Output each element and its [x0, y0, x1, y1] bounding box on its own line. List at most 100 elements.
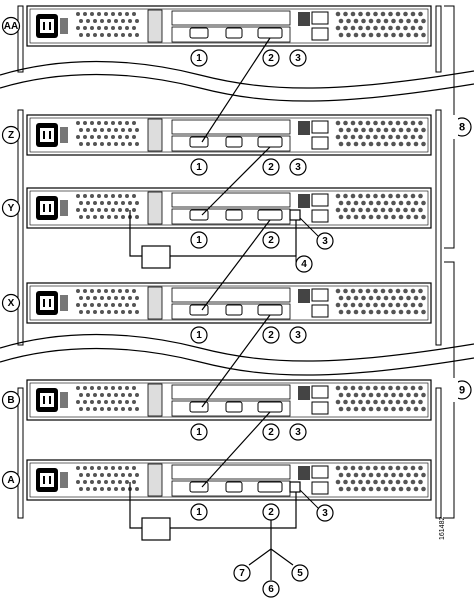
bracket-gap [452, 378, 458, 402]
vent-hole [338, 141, 344, 147]
vent-hole [346, 200, 351, 206]
vent-hole [111, 400, 115, 404]
vent-hole [97, 480, 101, 484]
callout-unit-b-1: 1 [190, 423, 208, 441]
vent-hole [338, 406, 344, 412]
vent-hole [86, 310, 90, 314]
vent-hole [388, 25, 393, 31]
unit-y-callout-3: 3 [316, 232, 334, 250]
callout-unit-b-3-ring [289, 423, 307, 441]
vent-hole [128, 310, 132, 314]
port-ethernet-2 [311, 27, 329, 41]
vent-hole [350, 11, 356, 17]
vent-hole [111, 208, 115, 212]
vent-hole [346, 214, 351, 220]
vent-hole [346, 486, 351, 492]
vent-hole [373, 465, 378, 471]
vent-hole [406, 18, 411, 24]
callout-unit-a-2-ring [262, 503, 280, 521]
vent-hole [353, 392, 359, 398]
vent-hole [350, 120, 356, 126]
vent-hole [121, 33, 125, 37]
callout-unit-x-2-text: 2 [268, 330, 274, 341]
port-ethernet-1 [311, 385, 329, 399]
vent-hole [418, 134, 423, 140]
vent-hole [358, 479, 363, 485]
vent-hole [100, 473, 104, 477]
vent-hole [368, 214, 374, 220]
callout-unit-a-2: 2 [262, 503, 280, 521]
power-latch [60, 200, 68, 216]
server-unit-x [26, 282, 432, 324]
vent-hole [350, 399, 356, 405]
unit-label-z: Z [1, 125, 21, 145]
vent-hole [97, 121, 101, 125]
vent-hole [118, 26, 122, 30]
port-ethernet-1 [311, 465, 329, 479]
vent-hole [350, 465, 356, 471]
vent-grille-left [76, 121, 139, 146]
vent-grille-right [335, 465, 426, 492]
callout-unit-y-1-text: 1 [196, 235, 202, 246]
vent-hole [79, 215, 83, 219]
vent-hole [398, 141, 404, 147]
vent-hole [79, 19, 83, 23]
figure-id: 161482 [439, 517, 446, 540]
chassis-inner [29, 462, 429, 498]
port-vga [257, 401, 283, 413]
vent-hole [335, 399, 341, 405]
vent-hole [391, 309, 396, 315]
vent-hole [358, 288, 363, 294]
unit-a-console-port [289, 481, 301, 493]
vent-grille-right [335, 385, 426, 412]
vent-hole [114, 296, 118, 300]
vent-hole [365, 134, 371, 140]
unit-a-terminator-box [141, 517, 171, 541]
slot-cover [147, 286, 163, 320]
vent-hole [373, 399, 378, 405]
vent-hole [90, 386, 94, 390]
vent-hole [132, 400, 136, 404]
port-vga [257, 209, 283, 221]
vent-hole [335, 288, 341, 294]
vent-hole [90, 12, 94, 16]
vent-grille-left [76, 12, 139, 37]
vent-hole [114, 310, 118, 314]
vent-hole [83, 26, 87, 30]
vent-hole [398, 486, 404, 492]
pci-slot [171, 464, 291, 480]
unit-y-loop-cable [129, 210, 297, 257]
vent-hole [128, 296, 132, 300]
vent-hole [406, 295, 411, 301]
vent-hole [132, 466, 136, 470]
vent-hole [358, 134, 363, 140]
vent-hole [418, 193, 423, 199]
vent-hole [128, 128, 132, 132]
vent-hole [90, 135, 94, 139]
vent-hole [346, 18, 351, 24]
vent-hole [107, 128, 111, 132]
power-pin-left [43, 299, 45, 307]
unit-label-z-ring [1, 125, 21, 145]
callout-5-ring [291, 564, 309, 582]
callout-unit-y-2-text: 2 [268, 235, 274, 246]
power-pin-right [49, 131, 51, 139]
port-ethernet-2 [311, 304, 329, 318]
vent-hole [79, 128, 83, 132]
vent-hole [365, 120, 371, 126]
vent-hole [421, 200, 426, 206]
vent-hole [380, 207, 386, 213]
vent-hole [361, 141, 366, 147]
vent-hole [406, 472, 411, 478]
unit-label-a-ring [1, 470, 21, 490]
unit-y-leader-3 [299, 217, 319, 237]
vent-hole [335, 11, 341, 17]
right-rail-segment-0 [435, 5, 442, 73]
callout-unit-aa-1-text: 1 [196, 53, 202, 64]
vent-hole [93, 473, 97, 477]
vent-hole [111, 135, 115, 139]
vent-hole [410, 385, 416, 391]
vent-hole [114, 19, 118, 23]
vent-hole [125, 386, 129, 390]
vent-hole [395, 288, 401, 294]
